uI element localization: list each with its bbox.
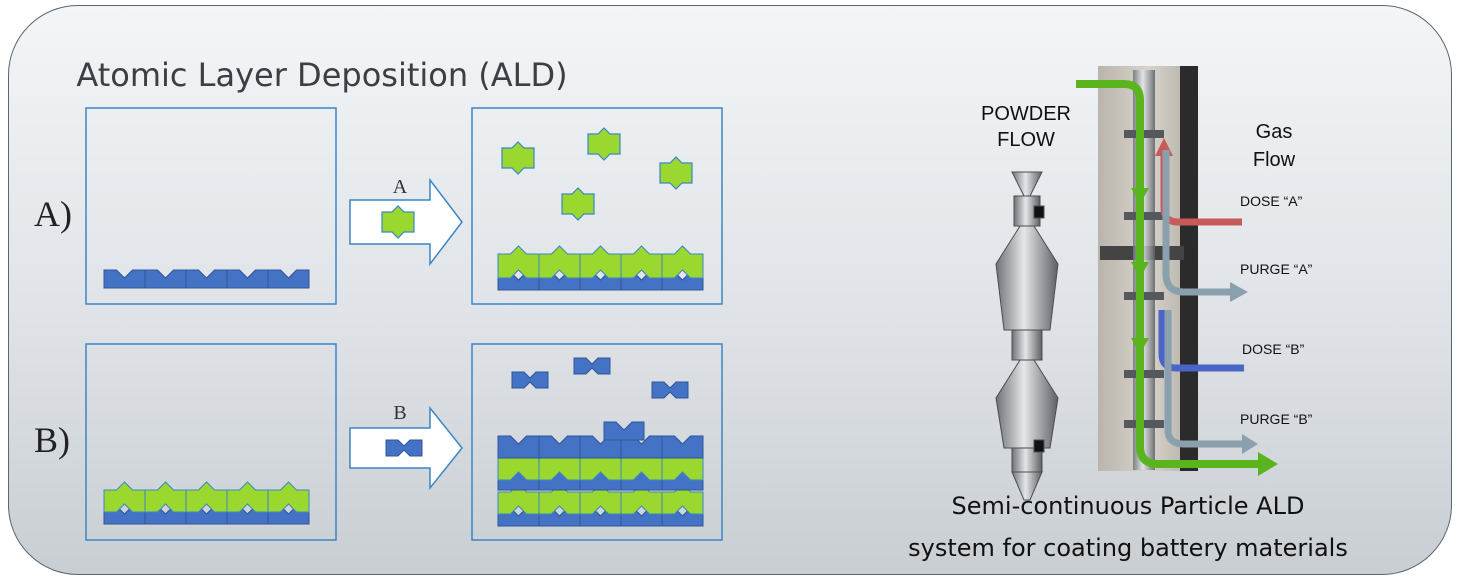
precursor-b-molecule (573, 357, 611, 375)
purge-b-arrowhead (1242, 434, 1258, 454)
green-layer-cell (579, 245, 622, 279)
purge-a-arrowhead (1230, 282, 1248, 302)
particle-column-drawing (995, 171, 1059, 501)
precursor-b-molecule (385, 439, 423, 457)
substrate-cell (144, 269, 187, 289)
substrate-cell (661, 435, 704, 459)
purge-a-line (1162, 150, 1232, 296)
port-label-purge-b: PURGE “B” (1240, 411, 1313, 427)
row-label-a: A) (34, 194, 72, 234)
gas-flow-label-2: Flow (1253, 149, 1296, 171)
substrate-cell (185, 269, 228, 289)
green-layer-cell (226, 481, 269, 513)
precursor-b-molecule (651, 381, 689, 399)
green-layer-cell (144, 481, 187, 513)
port-label-dose-a: DOSE “A” (1240, 193, 1303, 209)
powder-arrow-3 (1131, 338, 1149, 354)
apparatus: POWDER FLOW Gas Flow DOSE “A” PURGE “A” … (981, 66, 1313, 501)
row-label-b: B) (34, 420, 70, 460)
step-arrow-a-label: A (393, 176, 408, 198)
green-layer-cell (185, 481, 228, 513)
green-layer-cell (661, 245, 704, 279)
green-layer-cell (103, 481, 146, 513)
powder-flow-arrowhead (1258, 452, 1278, 476)
caption-line-1: Semi-continuous Particle ALD (952, 492, 1305, 520)
box-a-after (471, 107, 723, 305)
precursor-a-molecule (381, 205, 415, 239)
substrate-cell (226, 269, 269, 289)
precursor-b-molecule (511, 371, 549, 389)
green-layer-cell (267, 481, 310, 513)
caption-line-2: system for coating battery materials (908, 534, 1348, 562)
photo-rail (1180, 66, 1198, 471)
substrate-cell (267, 269, 310, 289)
precursor-a-molecule (659, 156, 693, 190)
green-layer-cell (538, 245, 581, 279)
port-label-dose-b: DOSE “B” (1242, 341, 1305, 357)
substrate-cell (603, 421, 645, 441)
precursor-a-molecule (561, 187, 595, 221)
molecule-layers (103, 127, 704, 527)
substrate-cell (538, 435, 581, 459)
powder-flow-label-2: FLOW (997, 129, 1055, 151)
substrate-cell (103, 269, 146, 289)
green-layer-cell (497, 245, 540, 279)
gas-flow-label-1: Gas (1256, 121, 1293, 143)
port-label-purge-a: PURGE “A” (1240, 261, 1313, 277)
powder-arrow-2 (1131, 262, 1149, 278)
precursor-a-molecule (587, 127, 621, 161)
precursor-a-molecule (501, 141, 535, 175)
box-a-before (85, 107, 337, 305)
step-arrow-b-label: B (393, 402, 406, 424)
green-layer-cell (620, 245, 663, 279)
substrate-cell (497, 435, 540, 459)
box-b-before (85, 343, 337, 541)
diagram-title: Atomic Layer Deposition (ALD) (76, 56, 567, 94)
powder-flow-label-1: POWDER (981, 103, 1071, 125)
purge-b-line (1164, 310, 1244, 448)
box-b-after (471, 343, 723, 541)
powder-arrow-1 (1131, 188, 1149, 204)
